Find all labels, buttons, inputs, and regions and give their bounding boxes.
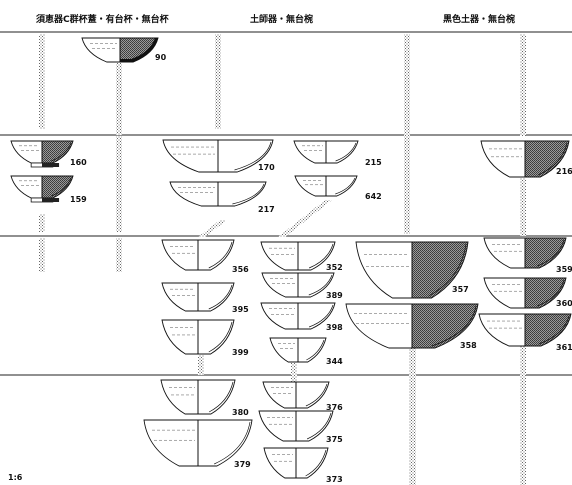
vessel-number: 398 <box>326 323 343 332</box>
vessel-number: 217 <box>258 205 275 214</box>
vessel-356: 356 <box>161 239 249 274</box>
vessel-217: 217 <box>169 181 275 214</box>
vessel-number: 344 <box>326 357 343 366</box>
scale-label: 1:6 <box>8 473 23 482</box>
vessel-90: 90 <box>81 37 167 63</box>
vessel-number: 170 <box>258 163 275 172</box>
vessel-number: 160 <box>70 158 87 167</box>
vessel-number: 215 <box>365 158 382 167</box>
vessel-216: 216 <box>480 140 572 178</box>
vessel-number: 376 <box>326 403 343 412</box>
vessel-number: 358 <box>460 341 477 350</box>
vessel-360: 360 <box>483 277 572 309</box>
vessel-number: 379 <box>234 460 251 469</box>
vessel-number: 375 <box>326 435 343 444</box>
vessel-drawings: 90 160 159 170 217 215 642 216 356 395 399 352 389 39… <box>10 37 572 484</box>
vessel-399: 399 <box>161 319 249 357</box>
vessel-number: 90 <box>155 53 167 62</box>
vessel-215: 215 <box>293 140 382 167</box>
vessel-number: 380 <box>232 408 249 417</box>
vessel-number: 360 <box>556 299 572 308</box>
vessel-398: 398 <box>260 302 343 332</box>
vessel-373: 373 <box>263 447 343 484</box>
vessel-number: 359 <box>556 265 572 274</box>
vessel-642: 642 <box>294 175 382 201</box>
vessel-380: 380 <box>160 379 249 417</box>
vessel-395: 395 <box>161 282 249 314</box>
vessel-358: 358 <box>345 303 479 350</box>
vessel-number: 373 <box>326 475 343 484</box>
header-sue: 須恵器C群杯蓋・有台杯・無台杯 <box>35 13 170 25</box>
vessel-number: 395 <box>232 305 249 314</box>
vessel-number: 352 <box>326 263 343 272</box>
header-kokushoku: 黒色土器・無台椀 <box>443 13 515 25</box>
vessel-376: 376 <box>262 381 343 412</box>
continuity-bars <box>39 34 526 485</box>
vessel-379: 379 <box>143 419 253 469</box>
vessel-number: 357 <box>452 285 469 294</box>
vessel-389: 389 <box>261 272 343 300</box>
vessel-361: 361 <box>478 313 572 352</box>
vessel-number: 356 <box>232 265 249 274</box>
vessel-number: 216 <box>556 167 572 176</box>
vessel-375: 375 <box>258 410 343 444</box>
header-hajiki: 土師器・無台椀 <box>250 13 313 25</box>
vessel-number: 642 <box>365 192 382 201</box>
vessel-170: 170 <box>162 139 275 173</box>
vessel-344: 344 <box>269 337 343 366</box>
vessel-160: 160 <box>10 140 87 168</box>
vessel-357: 357 <box>355 241 469 299</box>
vessel-159: 159 <box>10 175 87 204</box>
vessel-359: 359 <box>483 237 572 274</box>
vessel-352: 352 <box>260 241 343 272</box>
vessel-number: 159 <box>70 195 87 204</box>
vessel-number: 361 <box>556 343 572 352</box>
vessel-number: 399 <box>232 348 249 357</box>
vessel-number: 389 <box>326 291 343 300</box>
